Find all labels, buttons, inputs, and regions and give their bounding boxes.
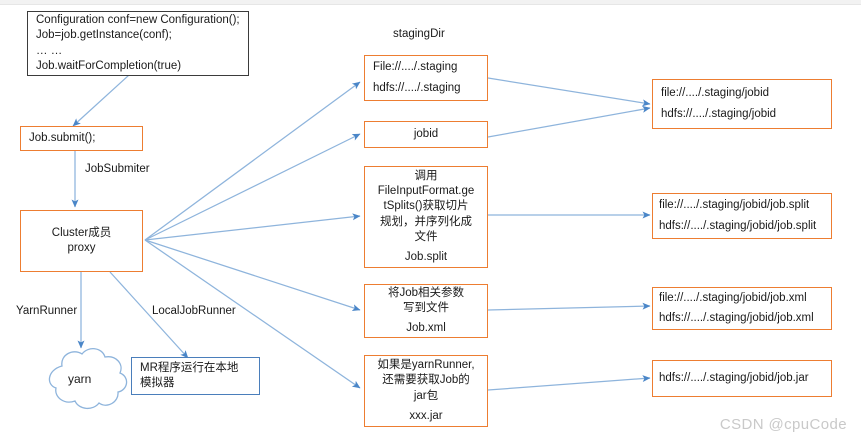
staging-dir-line-2: hdfs://..../.staging bbox=[373, 81, 461, 94]
local-simulator-line-2: 模拟器 bbox=[140, 377, 175, 389]
job-jar-footer: xxx.jar bbox=[409, 409, 443, 422]
path-job-xml-line-2: hdfs://..../.staging/jobid/job.xml bbox=[659, 312, 814, 324]
code-line-3: … … bbox=[36, 44, 63, 57]
path-job-split-line-2: hdfs://..../.staging/jobid/job.split bbox=[659, 219, 817, 232]
edge-cluster-to-stagingdir bbox=[144, 81, 361, 241]
edge-code-to-submit bbox=[72, 74, 130, 127]
job-split-line-4: 规划，并序列化成 bbox=[380, 215, 472, 228]
right-box-path-job-split: file://..../.staging/jobid/job.split hdf… bbox=[652, 193, 832, 239]
path-jobid-line-2: hdfs://..../.staging/jobid bbox=[661, 107, 777, 120]
jobid-label: jobid bbox=[413, 127, 439, 140]
path-job-xml-line-1: file://..../.staging/jobid/job.xml bbox=[659, 291, 807, 304]
code-line-1: Configuration conf=new Configuration(); bbox=[36, 14, 240, 27]
edge-cluster-to-jobxml bbox=[144, 239, 361, 312]
code-block-box: Configuration conf=new Configuration(); … bbox=[27, 11, 249, 76]
job-submit-label: Job.submit(); bbox=[29, 131, 96, 144]
cluster-proxy-box: Cluster成员 proxy bbox=[20, 210, 143, 272]
edge-cluster-to-jobsplit bbox=[144, 213, 361, 241]
yarn-cloud-label: yarn bbox=[68, 372, 92, 386]
middle-box-job-split: 调用 FileInputFormat.ge tSplits()获取切片 规划，并… bbox=[364, 166, 488, 268]
edge-label-jobsubmiter: JobSubmiter bbox=[85, 163, 150, 175]
job-xml-line-2: 写到文件 bbox=[403, 301, 449, 314]
job-submit-box: Job.submit(); bbox=[20, 126, 143, 151]
job-xml-footer: Job.xml bbox=[406, 322, 446, 335]
local-simulator-line-1: MR程序运行在本地 bbox=[140, 361, 239, 374]
job-split-line-3: tSplits()获取切片 bbox=[383, 200, 469, 213]
path-job-jar-line-1: hdfs://..../.staging/jobid/job.jar bbox=[659, 371, 809, 384]
job-xml-line-1: 将Job相关参数 bbox=[387, 286, 465, 299]
edge-cluster-to-jobid bbox=[144, 133, 361, 241]
yarn-cloud bbox=[48, 348, 128, 410]
staging-dir-line-1: File://..../.staging bbox=[373, 61, 458, 74]
edge-jobid-to-path-jobid bbox=[487, 105, 651, 138]
code-line-2: Job=job.getInstance(conf); bbox=[36, 29, 172, 42]
right-box-path-jobid: file://..../.staging/jobid hdfs://..../.… bbox=[652, 79, 832, 129]
middle-box-job-xml: 将Job相关参数 写到文件 Job.xml bbox=[364, 284, 488, 338]
job-jar-line-2: 还需要获取Job的 bbox=[382, 374, 470, 387]
edge-jobxml-to-path-jobxml bbox=[487, 302, 651, 311]
job-split-line-1: 调用 bbox=[414, 169, 438, 182]
stagingdir-caption: stagingDir bbox=[393, 28, 445, 40]
code-line-4: Job.waitForCompletion(true) bbox=[36, 59, 182, 72]
edge-stagingdir-to-path-jobid bbox=[487, 77, 651, 107]
right-box-path-job-jar: hdfs://..../.staging/jobid/job.jar bbox=[652, 360, 832, 397]
window-top-strip bbox=[0, 0, 861, 5]
path-jobid-line-1: file://..../.staging/jobid bbox=[661, 87, 770, 100]
job-split-line-2: FileInputFormat.ge bbox=[377, 185, 475, 198]
job-jar-line-3: jar包 bbox=[413, 389, 439, 402]
job-split-line-5: 文件 bbox=[414, 230, 438, 243]
middle-box-staging-dir: File://..../.staging hdfs://..../.stagin… bbox=[364, 55, 488, 101]
right-box-path-job-xml: file://..../.staging/jobid/job.xml hdfs:… bbox=[652, 287, 832, 330]
job-split-footer: Job.split bbox=[404, 250, 448, 263]
job-jar-line-1: 如果是yarnRunner, bbox=[377, 359, 475, 372]
edge-label-localjobrunner: LocalJobRunner bbox=[152, 305, 236, 317]
local-simulator-box: MR程序运行在本地 模拟器 bbox=[131, 357, 260, 395]
watermark: CSDN @cpuCode bbox=[719, 416, 847, 433]
middle-box-jobid: jobid bbox=[364, 121, 488, 148]
path-job-split-line-1: file://..../.staging/jobid/job.split bbox=[659, 199, 810, 212]
cluster-proxy-line-2: proxy bbox=[67, 242, 96, 254]
edge-jobjar-to-path-jobjar bbox=[487, 375, 651, 391]
cluster-proxy-line-1: Cluster成员 bbox=[51, 226, 112, 239]
middle-box-job-jar: 如果是yarnRunner, 还需要获取Job的 jar包 xxx.jar bbox=[364, 355, 488, 427]
edge-label-yarnrunner: YarnRunner bbox=[16, 305, 78, 317]
